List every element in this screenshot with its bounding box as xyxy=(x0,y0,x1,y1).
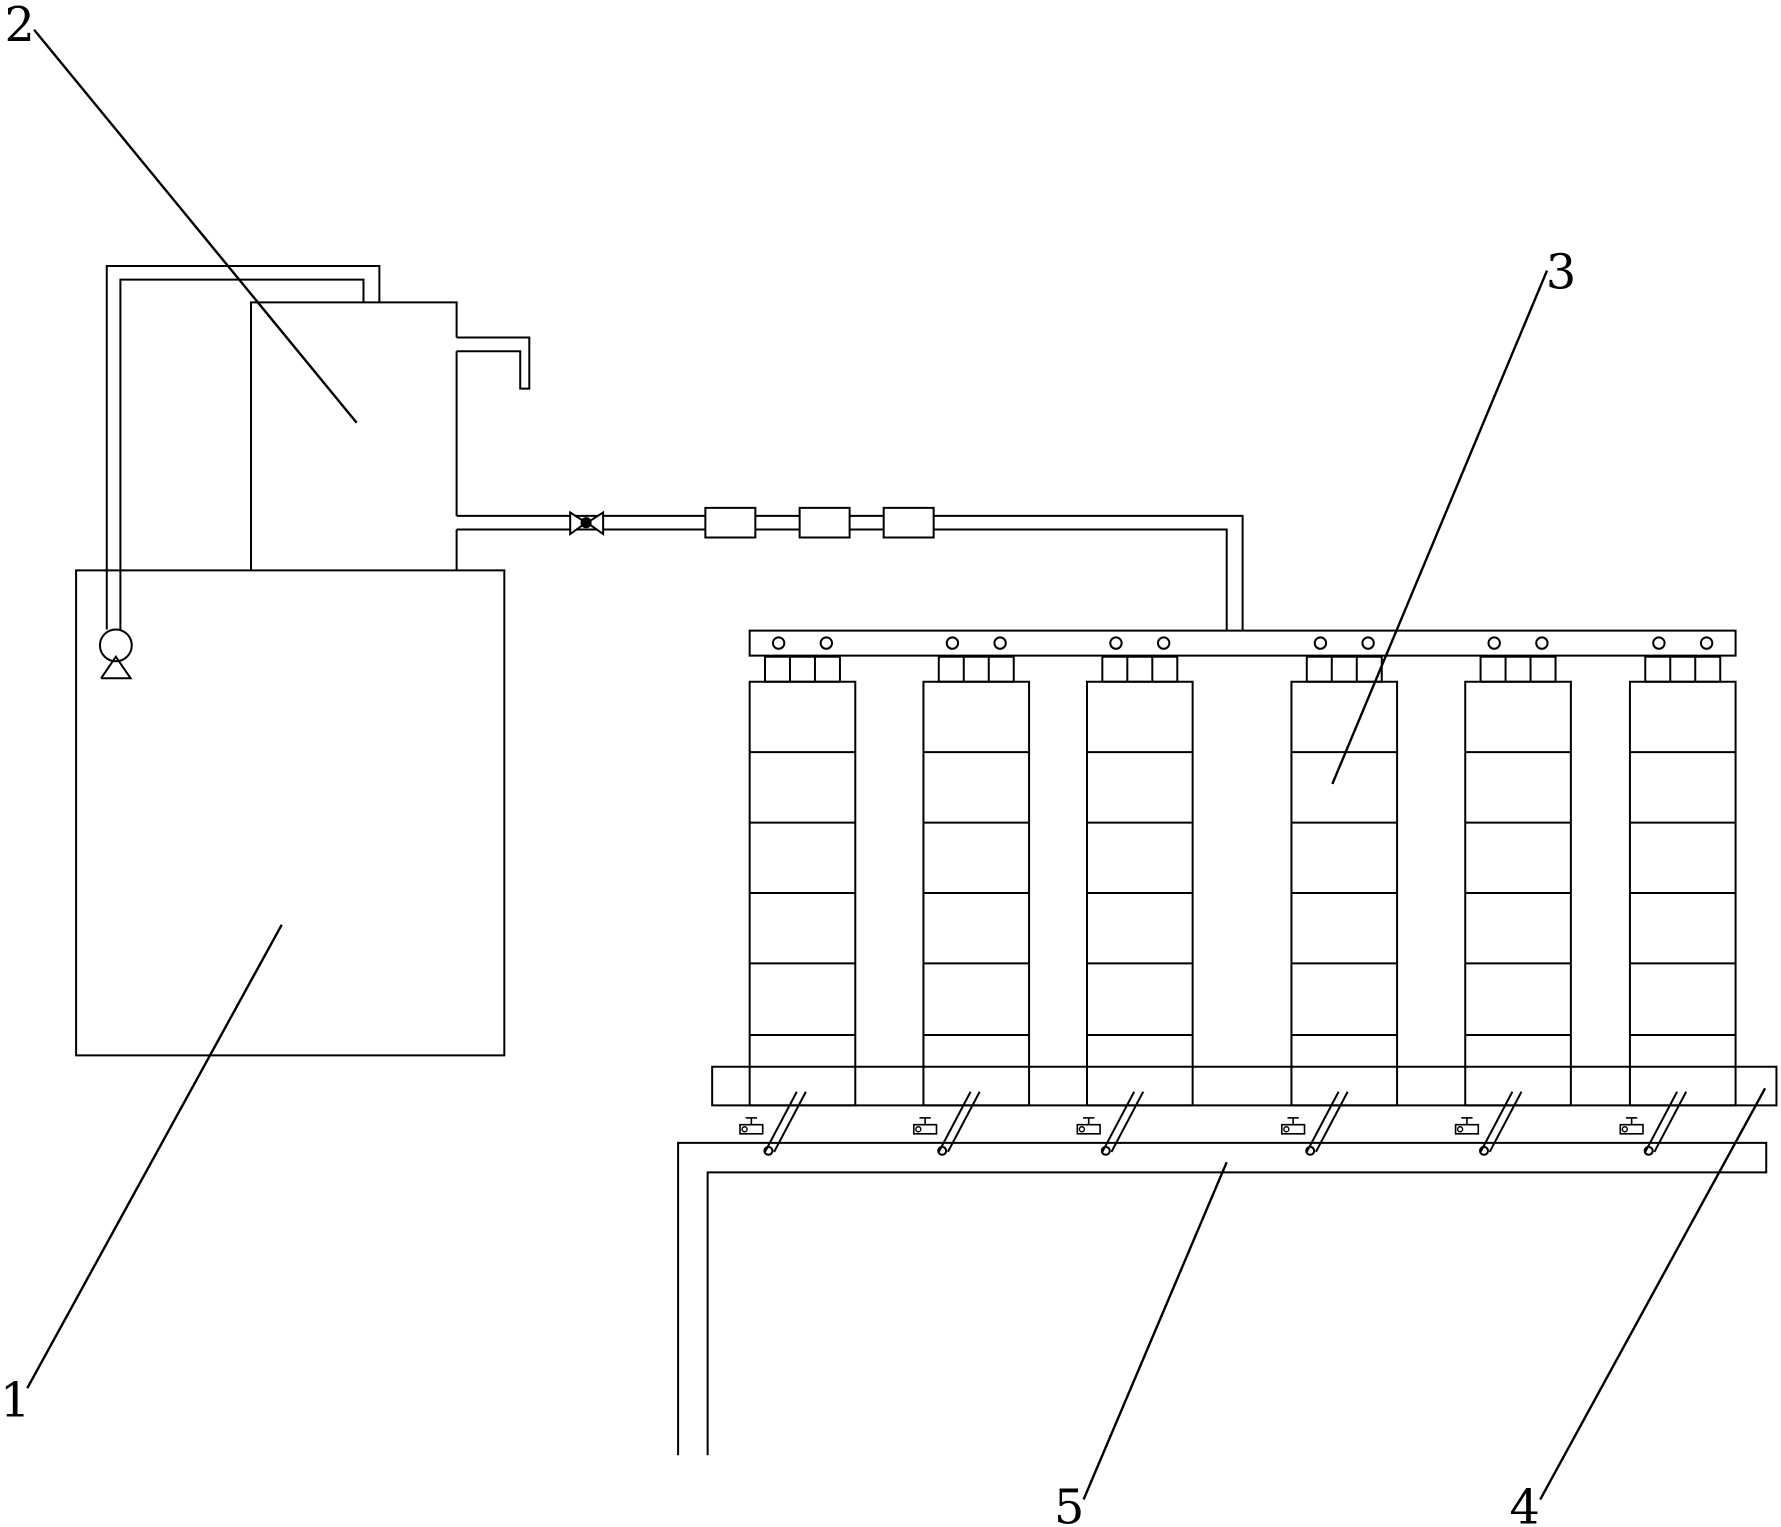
filter-column xyxy=(750,637,856,1105)
leader-line-2 xyxy=(34,30,357,423)
tap-handle xyxy=(1077,1125,1100,1134)
filter-column xyxy=(1630,637,1736,1105)
reference-labels: 1 2 3 4 5 xyxy=(0,0,1576,1527)
column-connector xyxy=(1102,657,1177,682)
collection-pipe xyxy=(678,1143,1766,1455)
tap-handle xyxy=(740,1125,763,1134)
header-nozzle xyxy=(947,637,958,648)
leader-line-3 xyxy=(1332,271,1547,784)
upper-reservoir xyxy=(251,302,529,570)
header-nozzle xyxy=(1701,637,1712,648)
label-5: 5 xyxy=(1054,1480,1084,1527)
tap-handle xyxy=(1456,1125,1479,1134)
leader-line-5 xyxy=(1084,1162,1227,1499)
header-nozzle xyxy=(1536,637,1547,648)
drain-taps xyxy=(740,1092,1686,1155)
column-connector xyxy=(1645,657,1720,682)
header-nozzle xyxy=(1489,637,1500,648)
filter-columns xyxy=(750,637,1736,1105)
filter-column xyxy=(1291,637,1397,1105)
base-plate xyxy=(712,1067,1776,1106)
tap-handle xyxy=(914,1125,937,1134)
column-connector xyxy=(1307,657,1382,682)
pump xyxy=(100,629,132,678)
label-1: 1 xyxy=(0,1374,30,1429)
label-3: 3 xyxy=(1546,246,1576,301)
tap-handle xyxy=(1282,1125,1305,1134)
valve-icon xyxy=(570,512,603,534)
main-tank xyxy=(76,570,504,1055)
header-nozzle xyxy=(1362,637,1373,648)
column-connector xyxy=(1481,657,1556,682)
inline-fitting xyxy=(705,508,755,538)
filter-column xyxy=(1465,637,1571,1105)
header-nozzle xyxy=(1315,637,1326,648)
tap-handle xyxy=(1620,1125,1643,1134)
header-nozzle xyxy=(821,637,832,648)
filter-column xyxy=(1087,637,1193,1105)
return-pipe xyxy=(107,266,380,629)
inline-fitting xyxy=(884,508,934,538)
header-nozzle xyxy=(1653,637,1664,648)
column-connector xyxy=(939,657,1014,682)
header-nozzle xyxy=(1158,637,1169,648)
leader-line-1 xyxy=(27,925,281,1388)
header-nozzle xyxy=(1110,637,1121,648)
header-nozzle xyxy=(773,637,784,648)
column-connector xyxy=(765,657,840,682)
distribution-header xyxy=(750,631,1736,656)
header-nozzle xyxy=(994,637,1005,648)
label-2: 2 xyxy=(5,0,35,53)
leader-lines xyxy=(27,30,1765,1500)
inline-fitting xyxy=(800,508,850,538)
leader-line-4 xyxy=(1540,1088,1765,1499)
label-4: 4 xyxy=(1510,1480,1540,1527)
filter-column xyxy=(923,637,1029,1105)
